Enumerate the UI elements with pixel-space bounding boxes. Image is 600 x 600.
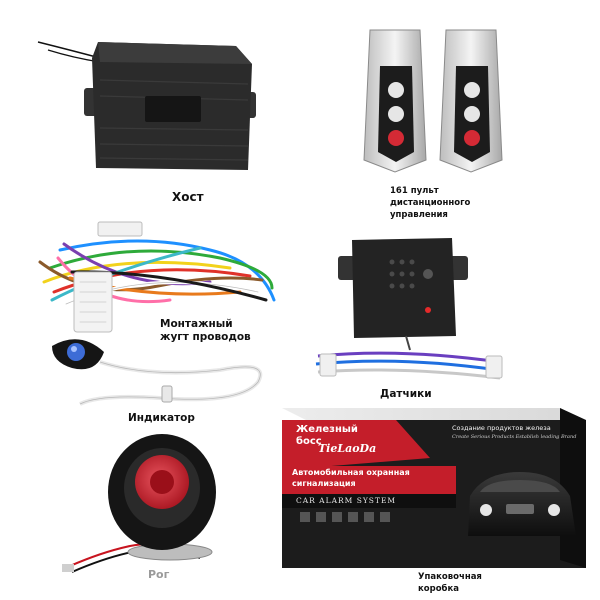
box-caption-line2: коробка [418,584,459,594]
host-caption: Хост [172,190,204,204]
led-indicator [52,339,263,406]
box-product-line2: сигнализация [292,479,356,488]
wiring-harness [38,221,276,333]
box-slogan-en: Create Serious Products Establish leadin… [452,434,577,440]
box-brand-line1: Железный [296,424,358,435]
box-caption-line1: Упаковочная [418,572,482,582]
remote-caption-line2: дистанционного [390,198,471,208]
sensor-unit [315,238,503,380]
remote-caption-line1: 161 пульт [390,186,439,196]
horn-caption: Рог [148,568,170,581]
box-brand-line2: босс [296,436,322,447]
remote-fob-right [439,29,503,173]
harness-caption-line2: жугт проводов [160,331,251,343]
harness-caption-line1: Монтажный [160,318,233,330]
sensors-caption: Датчики [380,388,432,400]
packaging-box [282,408,586,568]
indicator-caption: Индикатор [128,412,195,424]
host-unit [37,41,256,170]
remote-caption-line3: управления [390,210,448,220]
siren-horn [62,434,216,573]
box-product-line1: Автомобильная охранная [292,468,410,477]
box-brand-logo: TieLaoDa [318,442,377,455]
box-product-en: CAR ALARM SYSTEM [296,496,397,505]
remote-fob-left [363,29,427,173]
box-slogan-ru: Создание продуктов железа [452,424,551,432]
